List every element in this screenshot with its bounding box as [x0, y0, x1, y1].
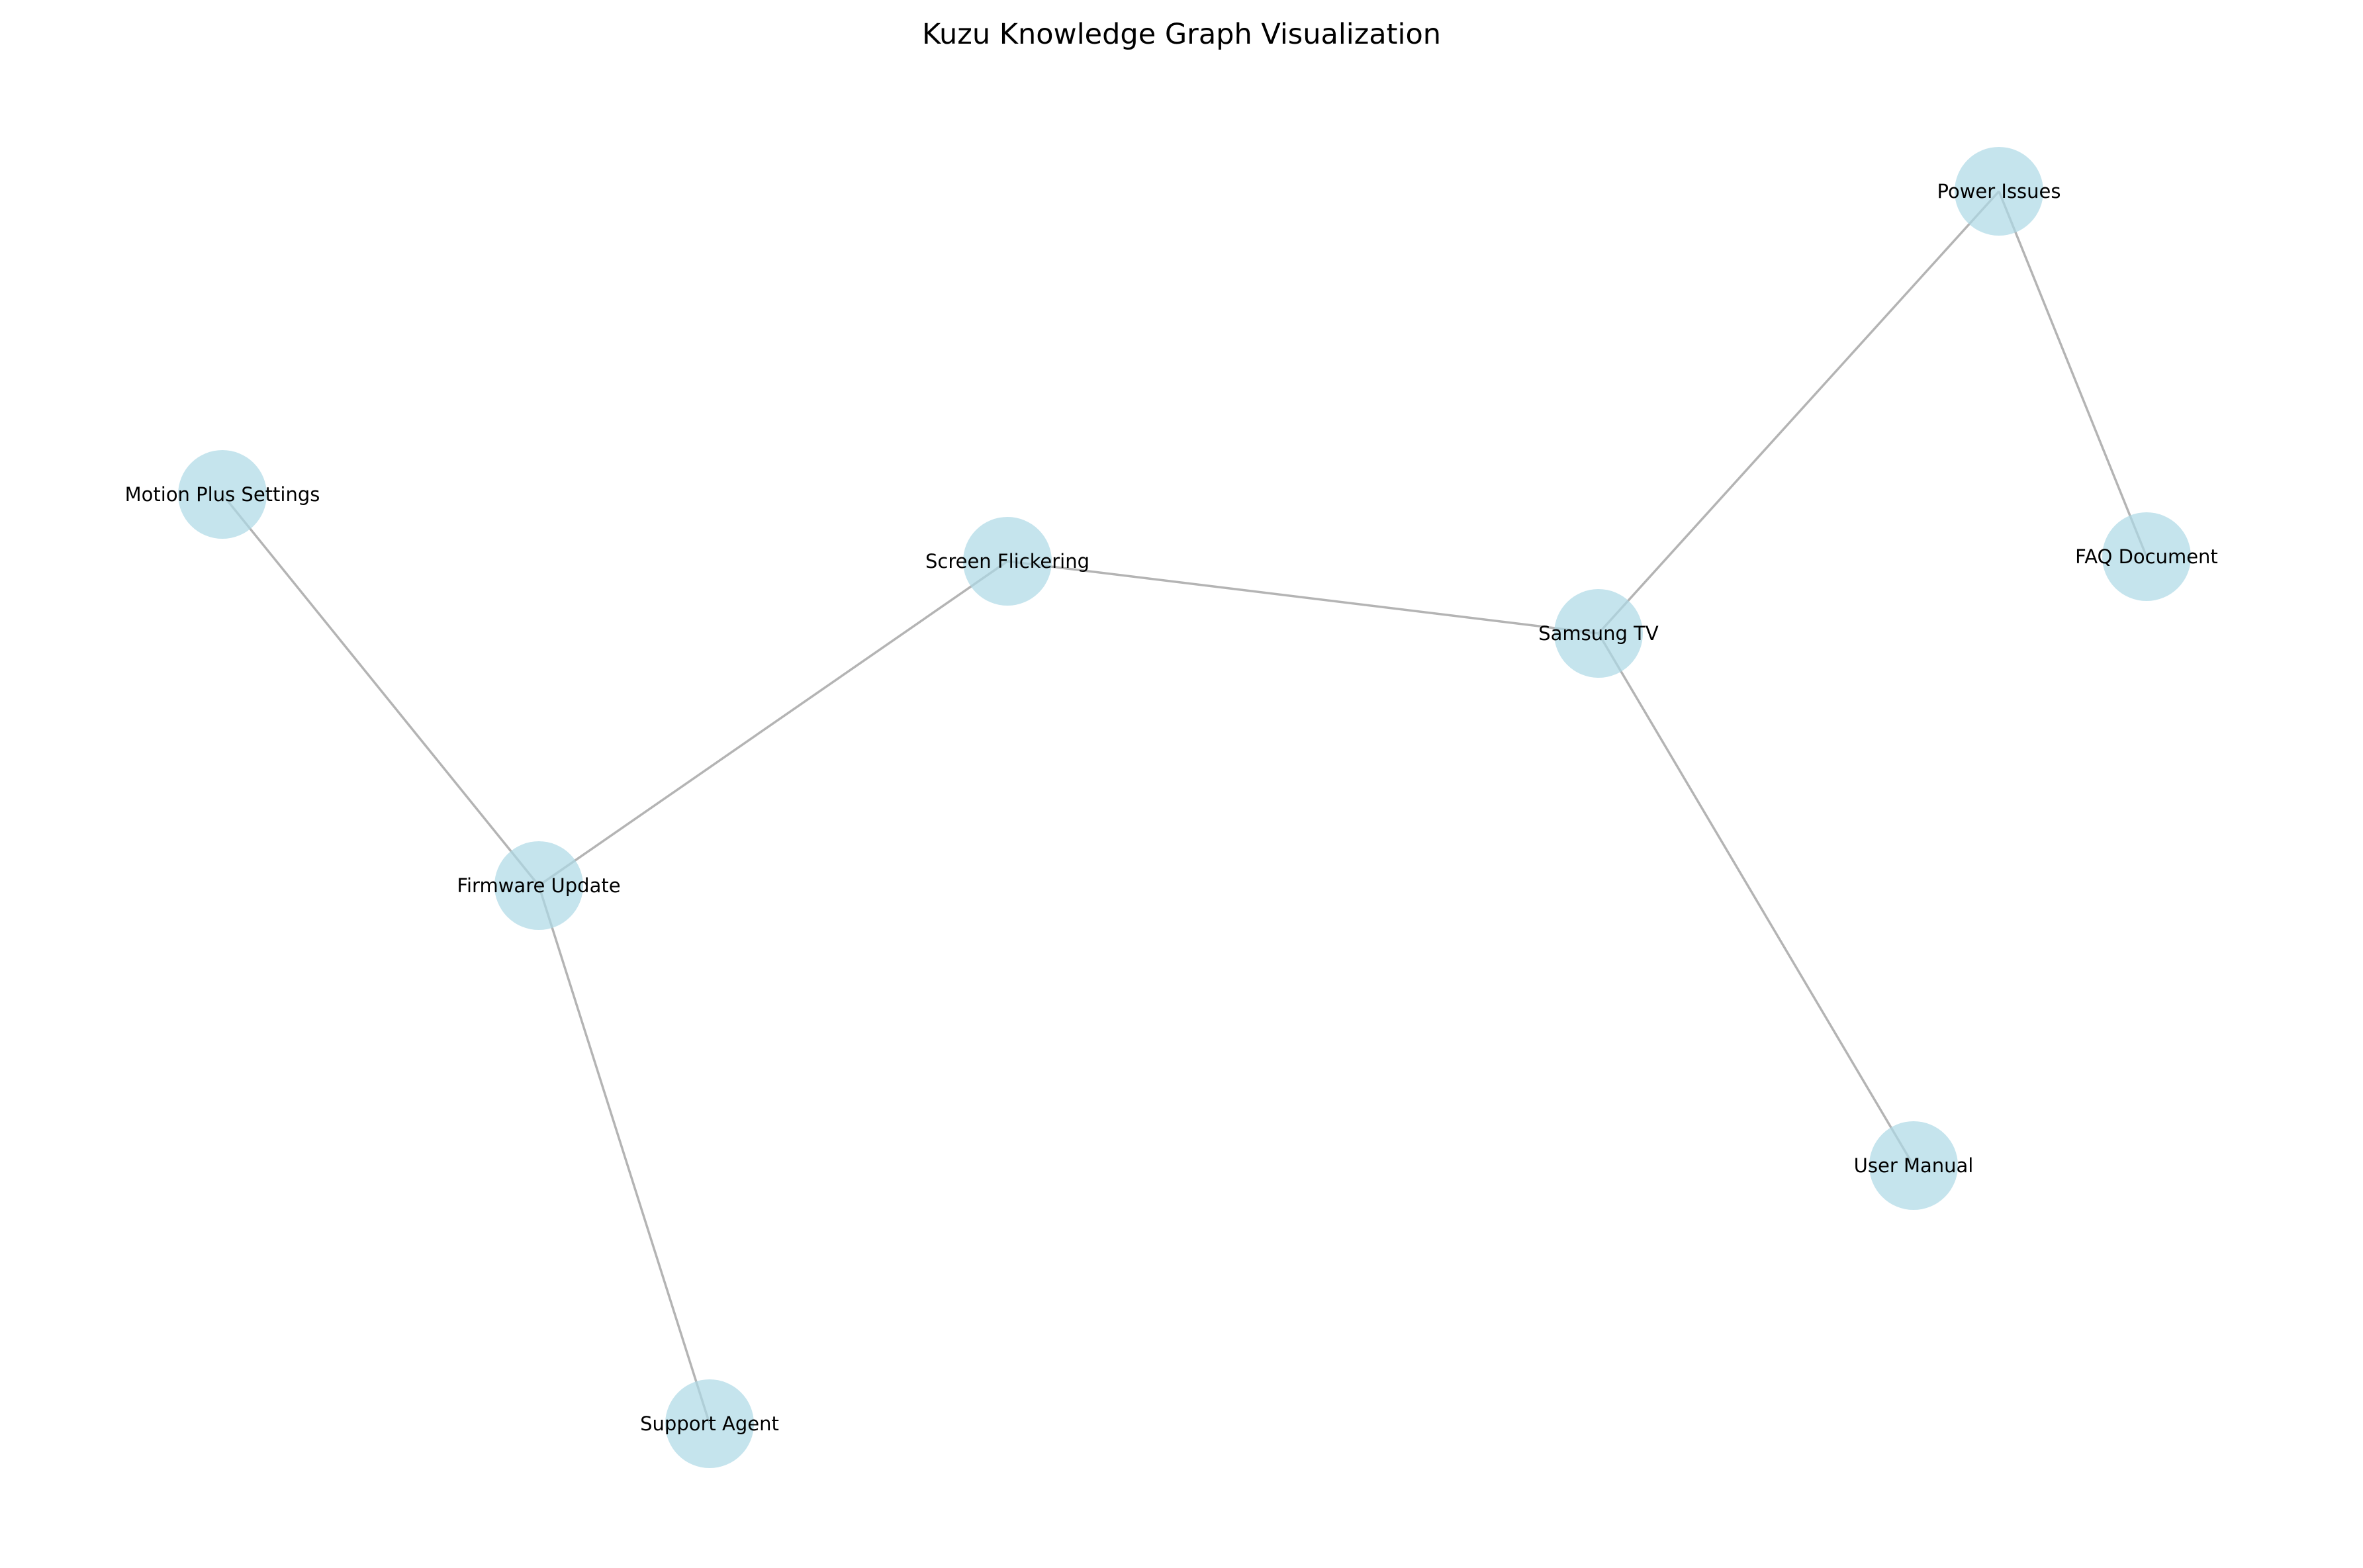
node-samsung-tv: Samsung TV [1538, 589, 1659, 678]
node-label: Support Agent [640, 1412, 779, 1435]
node-user-manual: User Manual [1854, 1121, 1974, 1210]
node-circle [665, 1379, 754, 1468]
node-circle [1955, 147, 2043, 236]
edge-samsung-tv-to-screen-flickering [1007, 560, 1599, 635]
node-label: Firmware Update [457, 874, 620, 897]
node-label: Motion Plus Settings [125, 483, 320, 506]
node-label: Power Issues [1937, 180, 2061, 203]
node-circle [1869, 1121, 1958, 1210]
node-circle [1554, 589, 1643, 678]
node-screen-flickering: Screen Flickering [925, 517, 1089, 606]
edge-screen-flickering-to-firmware-update [538, 560, 1008, 887]
edge-motion-plus-to-firmware-update [221, 493, 540, 887]
graph-title: Kuzu Knowledge Graph Visualization [922, 18, 1441, 51]
edge-samsung-tv-to-user-manual [1597, 633, 1915, 1166]
node-circle [178, 450, 267, 539]
node-circle [494, 841, 583, 930]
node-motion-plus: Motion Plus Settings [125, 450, 320, 539]
node-label: User Manual [1854, 1154, 1974, 1177]
node-power-issues: Power Issues [1937, 147, 2061, 236]
node-label: Samsung TV [1538, 622, 1659, 645]
edge-power-issues-to-faq-document [1998, 191, 2148, 557]
node-faq-document: FAQ Document [2075, 512, 2218, 601]
node-circle [2102, 512, 2191, 601]
edges-layer [221, 190, 2148, 1424]
node-circle [963, 517, 1052, 606]
node-firmware-update: Firmware Update [457, 841, 621, 930]
node-support-agent: Support Agent [640, 1379, 779, 1468]
node-label: Screen Flickering [925, 550, 1089, 573]
edge-samsung-tv-to-power-issues [1597, 190, 2000, 635]
edge-firmware-update-to-support-agent [537, 885, 711, 1424]
node-label: FAQ Document [2075, 545, 2218, 568]
